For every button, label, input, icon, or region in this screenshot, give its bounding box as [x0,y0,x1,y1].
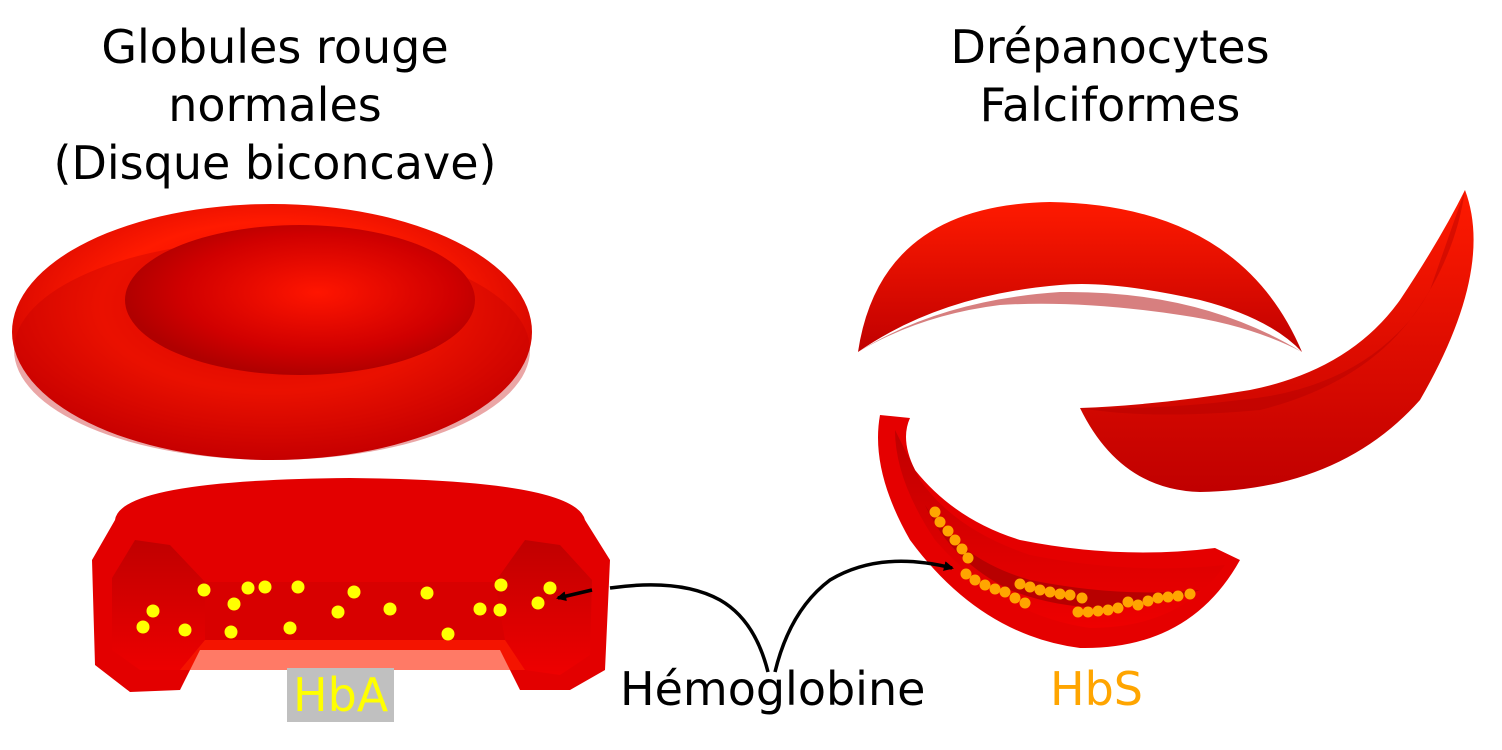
hba-dot [543,581,557,595]
hbs-dot [1132,599,1144,611]
hba-dot [291,580,305,594]
hba-dot [136,620,150,634]
title-sickle-cells: Drépanocytes Falciformes [900,18,1320,134]
hba-dot [531,596,545,610]
arrow-to-hba [556,588,593,602]
hbs-dot [969,574,981,586]
hba-dot [383,602,397,616]
hba-dot [331,605,345,619]
hbs-dot [1054,588,1066,600]
label-hbs: HbS [1050,662,1143,716]
normal-red-cell [12,204,532,460]
title-normal-line-1: Globules rouge [101,20,449,74]
title-normal-line-2: normales [168,78,382,132]
hba-dot [473,602,487,616]
hba-dot [241,581,255,595]
label-hemoglobine: Hémoglobine [620,662,926,716]
label-hba: HbA [287,668,395,722]
hbs-dot [1112,602,1124,614]
hbs-dot [1122,596,1134,608]
hbs-dot [1019,597,1031,609]
hbs-dot [1009,592,1021,604]
hba-dot [347,585,361,599]
arrow-to-hba-curve [609,583,770,673]
hbs-dot [1064,589,1076,601]
hba-dot [227,597,241,611]
hbs-dot [999,586,1011,598]
hbs-dot [1034,584,1046,596]
hbs-dot [1082,606,1094,618]
hemoglobin-arrows [556,559,954,673]
hbs-dot [956,543,968,555]
hbs-dot [1142,595,1154,607]
hba-dot [493,603,507,617]
sickle-cell-2 [1080,190,1474,492]
hbs-dot [1152,592,1164,604]
hbs-dot [979,579,991,591]
hbs-dot [962,552,974,564]
hbs-dot [1014,578,1026,590]
hbs-dot [989,583,1001,595]
hba-dot [197,583,211,597]
title-sickle-line-2: Falciformes [979,78,1241,132]
hbs-dot [1072,606,1084,618]
hbs-dot [1172,590,1184,602]
title-sickle-line-1: Drépanocytes [950,20,1270,74]
hbs-dot [1044,586,1056,598]
sickle-cell-1 [858,202,1302,352]
hbs-dot [960,568,972,580]
hbs-dot [1184,588,1196,600]
hba-dot [146,604,160,618]
hba-dot [224,625,238,639]
hba-dot [258,580,272,594]
arrow-to-hbs [773,559,954,673]
hbs-dot [934,516,946,528]
hbs-dots [929,506,1196,618]
hbs-dot [1076,592,1088,604]
hbs-dot [1102,604,1114,616]
hbs-dot [942,525,954,537]
hba-dots [136,578,557,641]
hbs-dot [1092,605,1104,617]
hbs-dot [1024,581,1036,593]
hba-dot [420,586,434,600]
cell-dimple [125,225,475,375]
hbs-dot [929,506,941,518]
hba-dot [494,578,508,592]
title-normal-line-3: (Disque biconcave) [53,136,497,190]
hba-dot [441,627,455,641]
hbs-dot [949,534,961,546]
normal-cell-cross-section [92,478,610,692]
hba-dot [283,621,297,635]
title-normal-cells: Globules rouge normales (Disque biconcav… [20,18,530,192]
hba-dot [178,623,192,637]
hbs-dot [1162,591,1174,603]
